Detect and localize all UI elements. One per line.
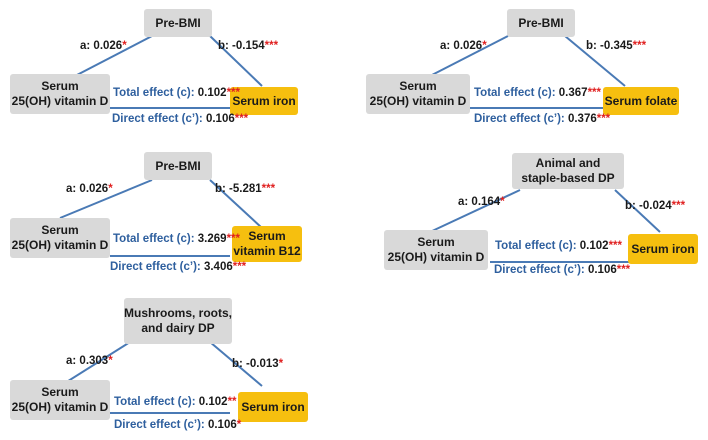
mediator-box: Pre-BMI: [144, 152, 212, 180]
mediator-line: Pre-BMI: [155, 15, 201, 30]
mediator-line: Mushrooms, roots,: [124, 306, 233, 320]
mediator-line: Pre-BMI: [155, 158, 201, 173]
path-a-label: a: 0.164*: [458, 196, 505, 208]
exposure-line: 25(OH) vitamin D: [11, 94, 109, 108]
outcome-box: Serum iron: [230, 87, 298, 115]
mediator-line: Pre-BMI: [518, 15, 564, 30]
significance-star: *: [278, 358, 284, 370]
total-effect: Total effect (c): 0.367***: [474, 87, 601, 99]
path-a-label: a: 0.026*: [440, 40, 487, 52]
path-b-label: b: -0.154***: [218, 40, 279, 52]
direct-effect: Direct effect (c’): 3.406***: [110, 261, 247, 273]
significance-star: **: [227, 396, 237, 408]
path-a-line: [429, 189, 521, 233]
exposure-line: Serum: [41, 223, 79, 237]
significance-star: ***: [261, 183, 276, 195]
exposure-line: 25(OH) vitamin D: [11, 238, 109, 252]
outcome-box: Serum iron: [238, 392, 308, 422]
path-b-line: [209, 35, 263, 87]
outcome-line: Serum iron: [631, 241, 695, 256]
path-b-label: b: -5.281***: [215, 183, 276, 195]
outcome-line: Serum: [248, 229, 286, 243]
mediator-line: staple-based DP: [521, 171, 615, 185]
significance-star: *: [122, 40, 127, 52]
path-b-label: b: -0.024***: [625, 200, 686, 212]
path-a-label: a: 0.303*: [66, 355, 113, 367]
exposure-line: 25(OH) vitamin D: [387, 250, 485, 264]
significance-star: *: [108, 183, 113, 195]
path-a-label: a: 0.026*: [80, 40, 127, 52]
mediator-box: Pre-BMI: [144, 9, 212, 37]
exposure-line: 25(OH) vitamin D: [11, 400, 109, 414]
direct-effect: Direct effect (c’): 0.376***: [474, 113, 611, 125]
significance-star: ***: [264, 40, 279, 52]
outcome-line: Serum iron: [241, 399, 305, 414]
direct-effect: Direct effect (c’): 0.106***: [112, 113, 249, 125]
mediator-box: Pre-BMI: [507, 9, 575, 37]
mediator-box: Animal and staple-based DP: [512, 153, 624, 189]
path-b-line: [564, 35, 626, 87]
outcome-box: Serum folate: [603, 87, 679, 115]
path-b-label: b: -0.013*: [232, 358, 284, 370]
path-b-line: [209, 179, 263, 229]
path-b-label: b: -0.345***: [586, 40, 647, 52]
exposure-box: Serum 25(OH) vitamin D: [366, 74, 470, 114]
exposure-line: Serum: [417, 235, 455, 249]
mediator-line: Animal and: [535, 156, 601, 170]
significance-star: ***: [232, 261, 247, 273]
total-effect: Total effect (c): 0.102**: [114, 396, 237, 408]
total-effect: Total effect (c): 3.269***: [113, 233, 240, 245]
path-a-line: [74, 35, 153, 77]
path-a-line: [429, 35, 509, 77]
exposure-line: Serum: [41, 79, 79, 93]
path-b-line: [209, 341, 263, 387]
significance-star: *: [108, 355, 113, 367]
outcome-line: Serum folate: [604, 93, 678, 108]
exposure-box: Serum 25(OH) vitamin D: [384, 230, 488, 270]
path-a-label: a: 0.026*: [66, 183, 113, 195]
direct-effect: Direct effect (c’): 0.106*: [114, 419, 242, 431]
exposure-line: Serum: [41, 385, 79, 399]
exposure-line: 25(OH) vitamin D: [369, 94, 467, 108]
exposure-box: Serum 25(OH) vitamin D: [10, 380, 110, 420]
significance-star: ***: [587, 87, 601, 99]
significance-star: ***: [632, 40, 647, 52]
significance-star: ***: [608, 240, 622, 252]
significance-star: ***: [226, 233, 240, 245]
mediator-box: Mushrooms, roots, and dairy DP: [124, 298, 232, 344]
outcome-line: vitamin B12: [233, 244, 301, 258]
significance-star: *: [236, 419, 242, 431]
outcome-box: Serum vitamin B12: [232, 226, 302, 262]
exposure-line: Serum: [399, 79, 437, 93]
mediator-line: and dairy DP: [141, 321, 215, 335]
significance-star: ***: [226, 87, 240, 99]
significance-star: ***: [596, 113, 611, 125]
path-a-line: [64, 341, 131, 384]
total-effect: Total effect (c): 0.102***: [113, 87, 240, 99]
outcome-box: Serum iron: [628, 234, 698, 264]
significance-star: *: [500, 196, 505, 208]
exposure-box: Serum 25(OH) vitamin D: [10, 218, 110, 258]
significance-star: *: [482, 40, 487, 52]
path-a-line: [59, 179, 153, 219]
significance-star: ***: [671, 200, 686, 212]
outcome-line: Serum iron: [232, 93, 296, 108]
total-effect: Total effect (c): 0.102***: [495, 240, 622, 252]
path-b-line: [614, 189, 661, 233]
exposure-box: Serum 25(OH) vitamin D: [10, 74, 110, 114]
significance-star: ***: [234, 113, 249, 125]
direct-effect: Direct effect (c’): 0.106***: [494, 264, 631, 276]
significance-star: ***: [616, 264, 631, 276]
